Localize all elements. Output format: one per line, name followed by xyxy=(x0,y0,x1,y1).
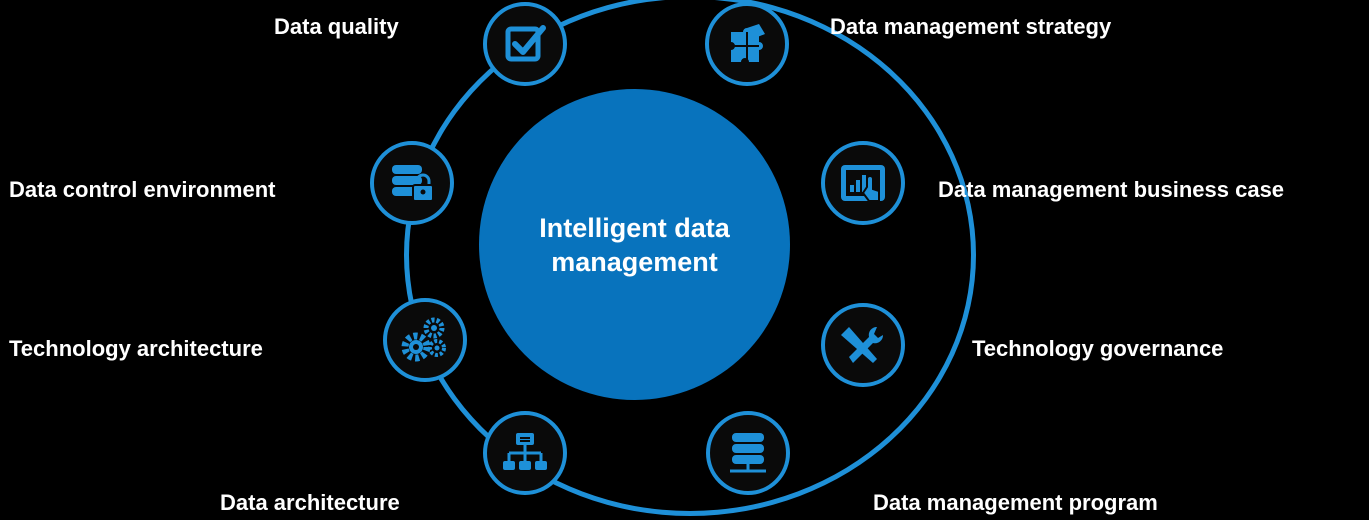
cycle-ring xyxy=(404,0,976,516)
data-architecture-label: Data architecture xyxy=(220,490,400,515)
chart-touch-icon xyxy=(841,165,885,202)
data-management-program-label: Data management program xyxy=(873,490,1158,515)
data-quality-label: Data quality xyxy=(274,14,399,39)
database-lock-icon xyxy=(392,165,434,202)
data-management-strategy-node xyxy=(705,2,789,86)
technology-governance-label: Technology governance xyxy=(972,336,1224,361)
center-hub: Intelligent data management xyxy=(479,89,790,400)
technology-architecture-label: Technology architecture xyxy=(9,336,263,361)
center-title: Intelligent data management xyxy=(539,212,730,277)
data-management-business-case-label: Data management business case xyxy=(938,177,1285,202)
hierarchy-icon xyxy=(503,433,547,470)
data-management-program-node xyxy=(706,411,790,495)
data-quality-node xyxy=(483,2,567,86)
server-stack-icon xyxy=(730,433,766,473)
technology-governance-node xyxy=(821,303,905,387)
data-control-environment-node xyxy=(370,141,454,225)
data-management-strategy-label: Data management strategy xyxy=(830,14,1112,39)
gears-icon xyxy=(401,317,446,362)
technology-architecture-node xyxy=(383,298,467,382)
data-control-environment-label: Data control environment xyxy=(9,177,276,202)
data-management-business-case-node xyxy=(821,141,905,225)
data-architecture-node xyxy=(483,411,567,495)
tools-icon xyxy=(841,326,884,363)
checkbox-icon xyxy=(505,25,546,62)
puzzle-icon xyxy=(731,24,765,62)
